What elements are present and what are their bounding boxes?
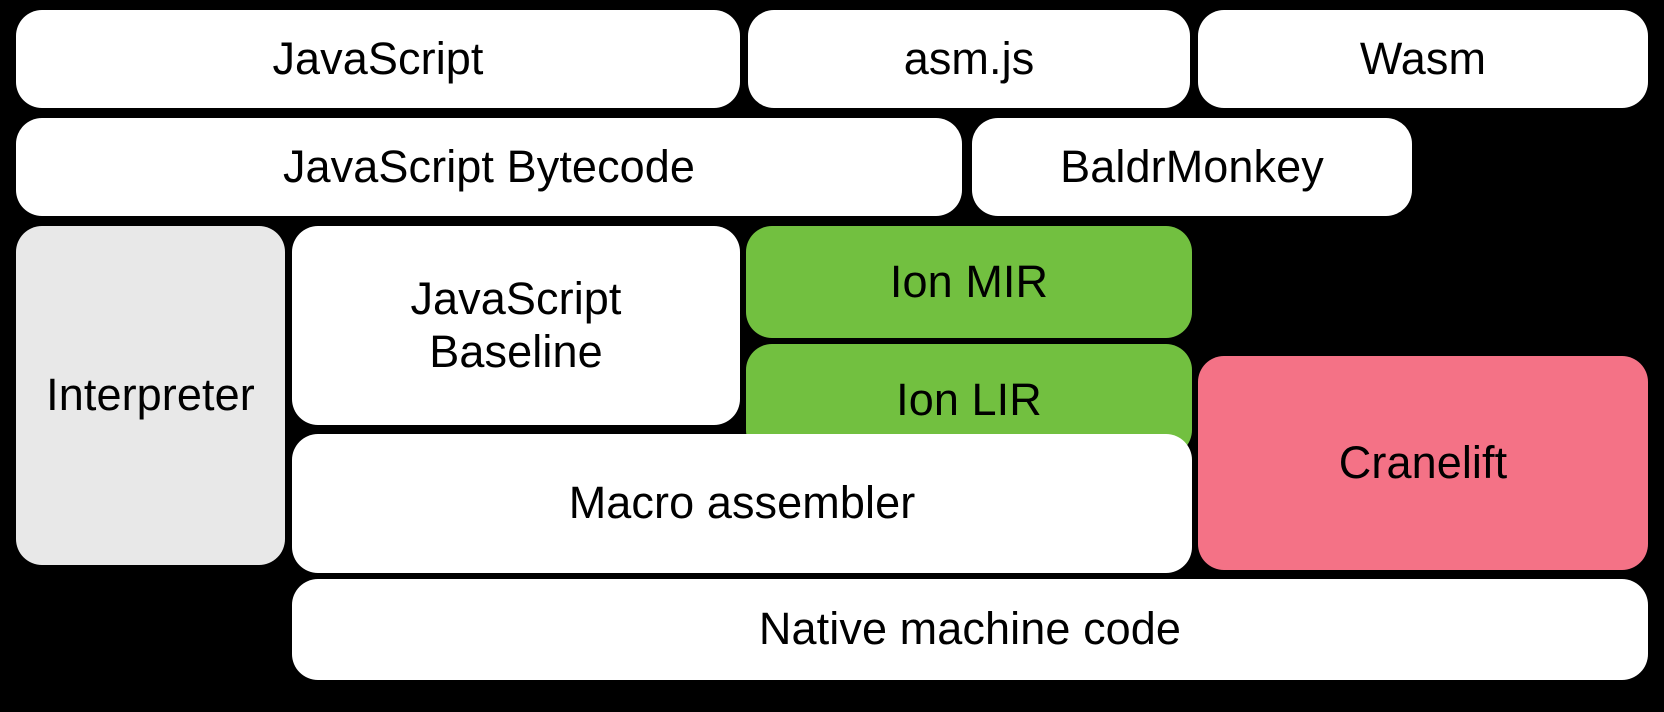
node-macro-assembler[interactable]: Macro assembler — [292, 434, 1192, 573]
node-wasm[interactable]: Wasm — [1198, 10, 1648, 108]
node-cranelift[interactable]: Cranelift — [1198, 356, 1648, 570]
node-javascript[interactable]: JavaScript — [16, 10, 740, 108]
node-javascript-baseline[interactable]: JavaScript Baseline — [292, 226, 740, 425]
node-ion-mir[interactable]: Ion MIR — [746, 226, 1192, 338]
node-asm-js[interactable]: asm.js — [748, 10, 1190, 108]
node-native-machine-code[interactable]: Native machine code — [292, 579, 1648, 680]
node-interpreter[interactable]: Interpreter — [16, 226, 285, 565]
node-javascript-bytecode[interactable]: JavaScript Bytecode — [16, 118, 962, 216]
node-baldrmonkey[interactable]: BaldrMonkey — [972, 118, 1412, 216]
